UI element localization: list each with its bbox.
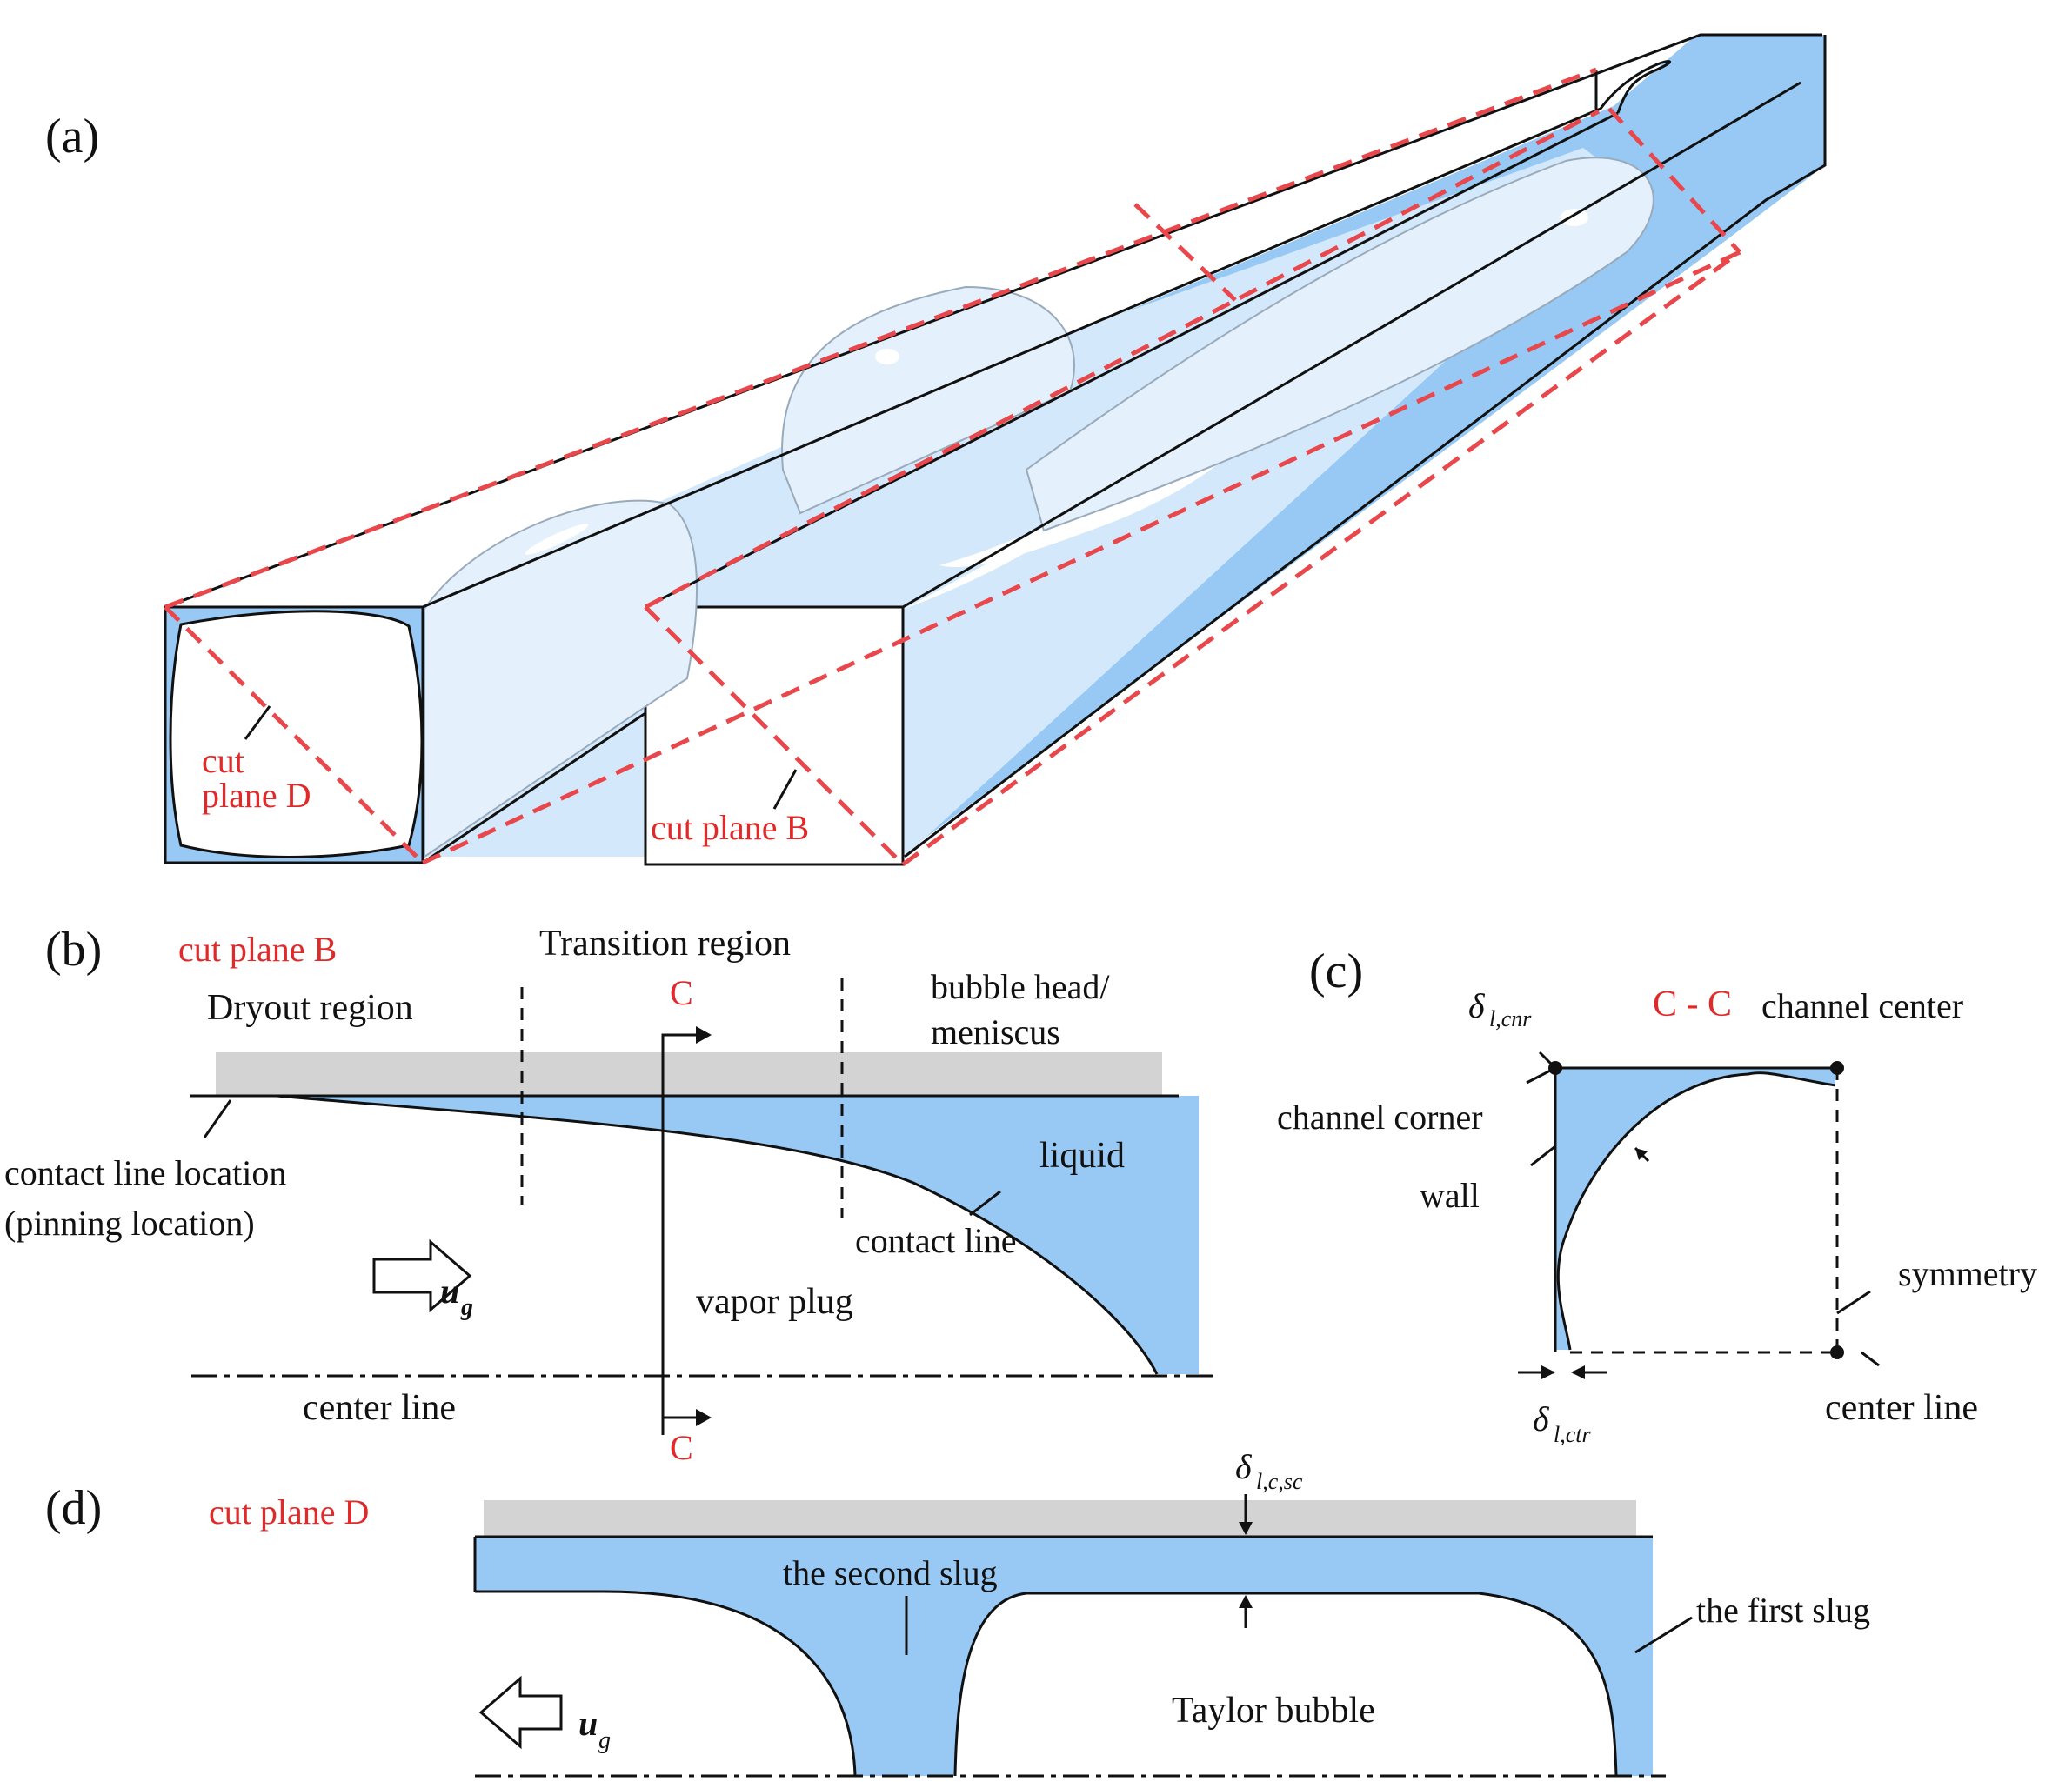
- second-slug-label: the second slug: [783, 1553, 998, 1592]
- panel-b: (b) cut plane B Transition region C Dryo…: [4, 923, 1213, 1467]
- channel-corner-label: channel corner: [1277, 1098, 1483, 1137]
- section-mark-top: C: [670, 973, 693, 1012]
- cut-plane-b-label: cut plane B: [651, 808, 809, 847]
- cut-plane-d-leader: [244, 705, 271, 740]
- channel-center-label: channel center: [1761, 986, 1963, 1025]
- contact-location-leader: [203, 1099, 232, 1138]
- liquid-film-c: [1555, 1068, 1835, 1350]
- velocity-u-b: u: [440, 1271, 459, 1311]
- normal-arrow-head: [1635, 1148, 1648, 1160]
- slug-left-interface: [475, 1590, 857, 1777]
- section-title-cc: C - C: [1653, 984, 1732, 1024]
- contact-line-leader: [969, 1190, 1001, 1217]
- center-line-label-c: center line: [1825, 1388, 1978, 1428]
- liquid-film-b: [277, 1096, 1199, 1374]
- first-slug-label: the first slug: [1696, 1591, 1870, 1630]
- velocity-g-d: g: [598, 1727, 611, 1754]
- wall-leader: [1530, 1145, 1556, 1167]
- center-line-label-b: center line: [303, 1388, 456, 1428]
- channel-body: [165, 35, 1825, 866]
- delta-ctr-sub: l,ctr: [1554, 1422, 1591, 1447]
- cut-plane-b-bottom: [901, 250, 1741, 867]
- outer-right-edge: [904, 35, 1827, 858]
- first-slug-leader: [1634, 1616, 1693, 1654]
- contact-line-location-1: contact line location: [4, 1153, 286, 1192]
- cut-plane-d-label-1: cut: [202, 741, 244, 780]
- outer-top-edge: [164, 33, 1822, 609]
- delta-cnr-symbol: δ: [1468, 986, 1486, 1025]
- contact-line-location-2: (pinning location): [4, 1204, 255, 1243]
- bubble-head-label-1: bubble head/: [931, 967, 1110, 1006]
- panel-b-cut-plane: cut plane B: [178, 930, 337, 969]
- left-leg-inner-bottom: [422, 711, 646, 864]
- symmetry-label: symmetry: [1898, 1254, 2037, 1293]
- cut-plane-b-top: [644, 109, 1601, 610]
- velocity-arrow-b: [372, 1238, 472, 1313]
- delta-csc-head-bottom: [1239, 1595, 1253, 1608]
- cut-plane-d-top: [164, 67, 1597, 610]
- section-line-c: [661, 1033, 706, 1435]
- bubble-left: [424, 499, 698, 858]
- center-line-dot: [1830, 1345, 1844, 1359]
- delta-ctr-head-right: [1571, 1365, 1585, 1379]
- liquid-label: liquid: [1039, 1136, 1125, 1176]
- dryout-region-label: Dryout region: [207, 988, 413, 1028]
- cut-plane-cross-2: [1607, 107, 1741, 254]
- delta-csc-sub: l,c,sc: [1256, 1469, 1303, 1494]
- contact-line-curve: [276, 1094, 1159, 1375]
- cut-planes: [164, 67, 1741, 867]
- highlight-3: [525, 524, 589, 555]
- left-face-vapor: [169, 610, 424, 858]
- delta-csc-symbol: δ: [1235, 1447, 1253, 1486]
- left-face-outline: [164, 605, 424, 864]
- cut-plane-d-label-2: plane D: [202, 776, 311, 815]
- panel-b-label: (b): [45, 923, 102, 977]
- wall-gray-b: [216, 1052, 1162, 1096]
- panel-a: (a): [45, 33, 1827, 867]
- taylor-bubble-interface: [953, 1592, 1618, 1777]
- velocity-g-b: g: [460, 1294, 473, 1321]
- center-dot: [1830, 1061, 1844, 1075]
- bubble-middle: [781, 285, 1075, 515]
- center-line-leader-c: [1861, 1351, 1880, 1367]
- u-bend-inner: [1599, 60, 1672, 114]
- panel-d-label: (d): [45, 1481, 102, 1535]
- section-mark-bottom: C: [670, 1428, 693, 1467]
- velocity-u-d: u: [578, 1704, 598, 1743]
- right-leg-inner: [645, 111, 1619, 609]
- vapor-plug-label: vapor plug: [696, 1282, 853, 1322]
- section-arrow-top: [696, 1026, 712, 1044]
- cut-plane-cross-1: [1133, 203, 1237, 302]
- bubble-head-label-2: meniscus: [931, 1012, 1060, 1051]
- velocity-arrow-d: [478, 1675, 563, 1750]
- section-arrow-bottom: [696, 1409, 712, 1426]
- highlight-1: [875, 349, 899, 364]
- left-leg-inner-top: [422, 107, 1601, 609]
- channel-outline: [164, 33, 1827, 864]
- delta-cnr-sub: l,cnr: [1489, 1006, 1532, 1031]
- contact-line-label: contact line: [855, 1221, 1016, 1260]
- panel-a-label: (a): [45, 110, 99, 164]
- panel-d: (d) cut plane D δ l,c,sc the second slug…: [45, 1447, 1870, 1778]
- panel-c: (c) C - C δ l,cnr channel center channel…: [1277, 944, 2037, 1447]
- taylor-bubble-label: Taylor bubble: [1172, 1691, 1375, 1731]
- bubble-right: [1025, 157, 1654, 532]
- delta-ctr-head-left: [1541, 1365, 1555, 1379]
- right-leg-top: [902, 81, 1801, 609]
- transition-region-label: Transition region: [539, 924, 791, 964]
- delta-cnr-arrow: [1538, 1051, 1557, 1070]
- interface-c: [1556, 1071, 1836, 1351]
- delta-ctr-symbol: δ: [1533, 1399, 1550, 1438]
- channel-corner-leader: [1526, 1066, 1556, 1085]
- liquid-slugs-d: [475, 1537, 1653, 1776]
- wall-label: wall: [1420, 1176, 1480, 1215]
- panel-d-cut-plane: cut plane D: [209, 1492, 369, 1532]
- symmetry-leader: [1836, 1290, 1871, 1315]
- panel-c-label: (c): [1309, 944, 1363, 998]
- highlight-2: [1561, 209, 1588, 226]
- cut-plane-b-leader: [772, 769, 798, 810]
- delta-csc-head-top: [1239, 1522, 1253, 1535]
- wall-gray-d: [484, 1500, 1636, 1537]
